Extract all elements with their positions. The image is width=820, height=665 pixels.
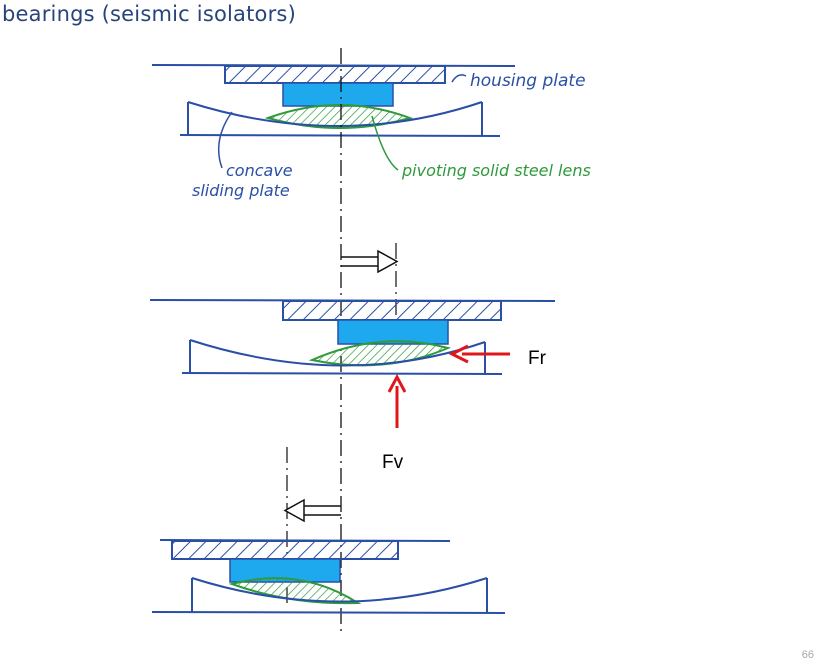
- concave-sliding-plate: [189, 339, 486, 367]
- slide-title: bearings (seismic isolators): [2, 2, 296, 26]
- displacement-arrow-left: [283, 498, 341, 523]
- sliding-plate-label: sliding plate: [192, 181, 290, 200]
- steel-lens: [264, 104, 414, 129]
- bearing-centered: [151, 64, 516, 137]
- force-arrow-fr: [448, 344, 510, 364]
- displacement-arrow-right: [341, 249, 399, 274]
- force-label-fr: Fr: [528, 348, 547, 369]
- housing-cavity: [282, 82, 394, 107]
- lens-label: pivoting solid steel lens: [401, 161, 591, 180]
- bearing-shifted-left: [151, 447, 506, 614]
- force-label-fv: Fv: [382, 452, 404, 473]
- housing-plate: [171, 540, 399, 560]
- slide-number: 66: [801, 649, 814, 661]
- housing-plate: [224, 65, 446, 84]
- steel-lens: [228, 577, 362, 605]
- steel-lens: [308, 340, 452, 367]
- base-line: [179, 134, 501, 137]
- force-arrow-fv: [387, 373, 407, 428]
- housing-plate-label: housing plate: [470, 71, 586, 91]
- concave-label: concave: [226, 161, 293, 180]
- concave-sliding-plate: [187, 101, 483, 127]
- concave-sliding-plate: [191, 577, 488, 603]
- bearing-shifted-right: Fr Fv: [149, 243, 556, 473]
- housing-plate: [282, 300, 502, 321]
